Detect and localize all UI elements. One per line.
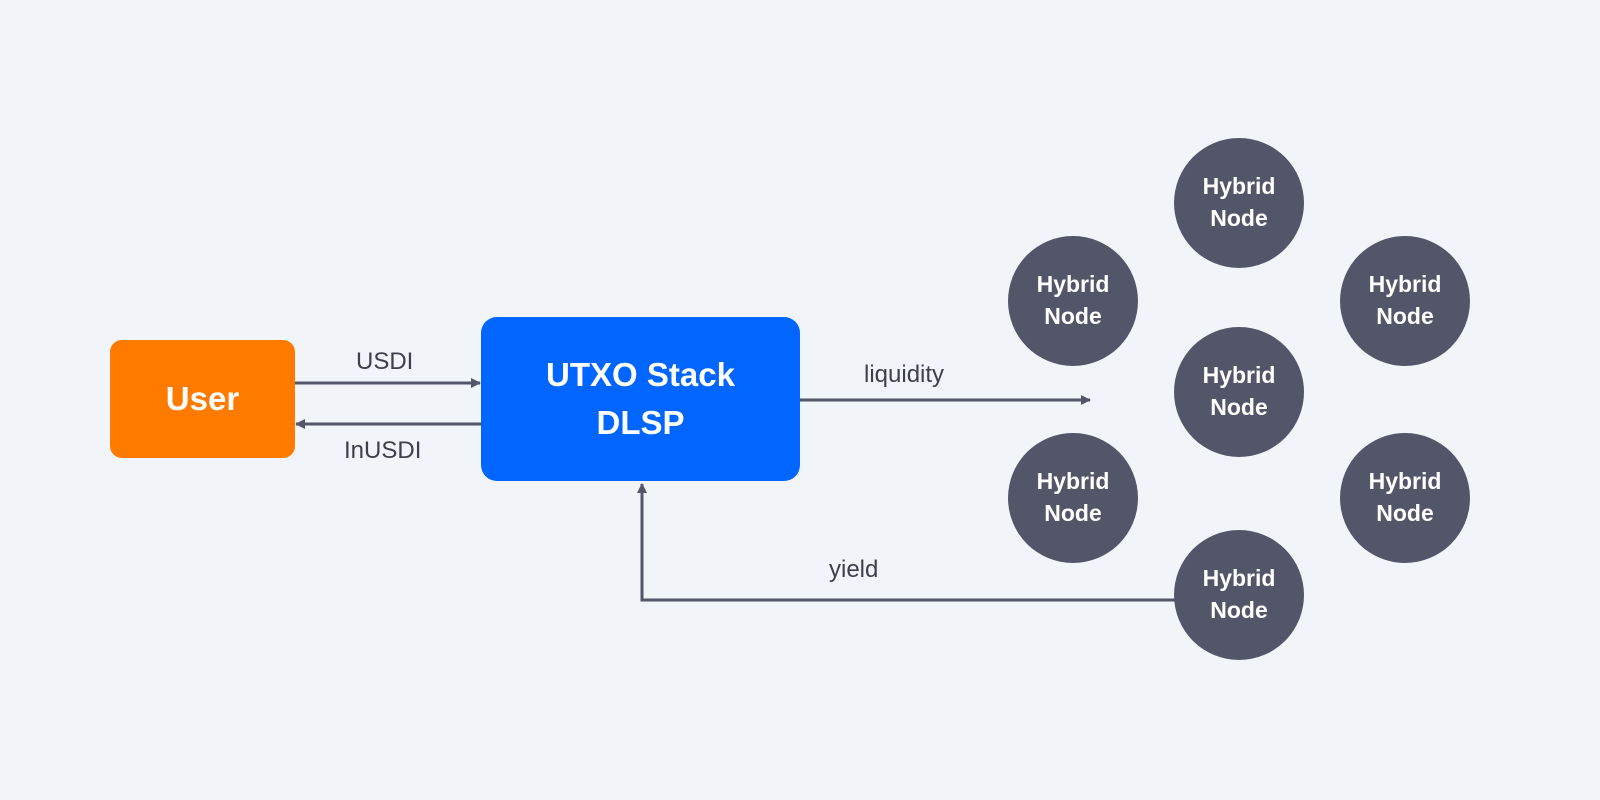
dlsp-label-line2: DLSP	[596, 404, 685, 441]
hybrid-node-lower-right: Hybrid Node	[1340, 433, 1470, 563]
hybrid-node-lower-left: Hybrid Node	[1008, 433, 1138, 563]
hybrid-node-upper-left: Hybrid Node	[1008, 236, 1138, 366]
user-label: User	[165, 380, 240, 417]
node-label-line1: Hybrid	[1368, 271, 1442, 298]
node-label-line2: Node	[1044, 500, 1102, 526]
hybrid-node-bottom: Hybrid Node	[1174, 530, 1304, 660]
hybrid-node-center: Hybrid Node	[1174, 327, 1304, 457]
node-label-line2: Node	[1210, 205, 1268, 231]
node-label-line2: Node	[1044, 303, 1102, 329]
dlsp-label-line1: UTXO Stack	[546, 356, 735, 394]
liquidity-label: liquidity	[864, 361, 945, 388]
node-label-line2: Node	[1376, 500, 1434, 526]
node-label-line2: Node	[1210, 597, 1268, 623]
node-label-line1: Hybrid	[1202, 362, 1276, 389]
yield-arrow	[637, 483, 1176, 602]
node-label-line2: Node	[1210, 394, 1268, 420]
node-label-line1: Hybrid	[1036, 468, 1110, 495]
yield-label: yield	[829, 556, 879, 583]
node-label-line1: Hybrid	[1368, 468, 1442, 495]
usdi-label: USDI	[356, 348, 414, 375]
user-box: User	[110, 340, 295, 458]
node-label-line1: Hybrid	[1036, 271, 1110, 298]
hybrid-node-top: Hybrid Node	[1174, 138, 1304, 268]
node-label-line1: Hybrid	[1202, 565, 1276, 592]
node-label-line2: Node	[1376, 303, 1434, 329]
utxo-stack-dlsp-box: UTXO Stack DLSP	[481, 317, 800, 481]
inusdi-label: InUSDI	[344, 437, 422, 464]
node-label-line1: Hybrid	[1202, 173, 1276, 200]
hybrid-node-upper-right: Hybrid Node	[1340, 236, 1470, 366]
